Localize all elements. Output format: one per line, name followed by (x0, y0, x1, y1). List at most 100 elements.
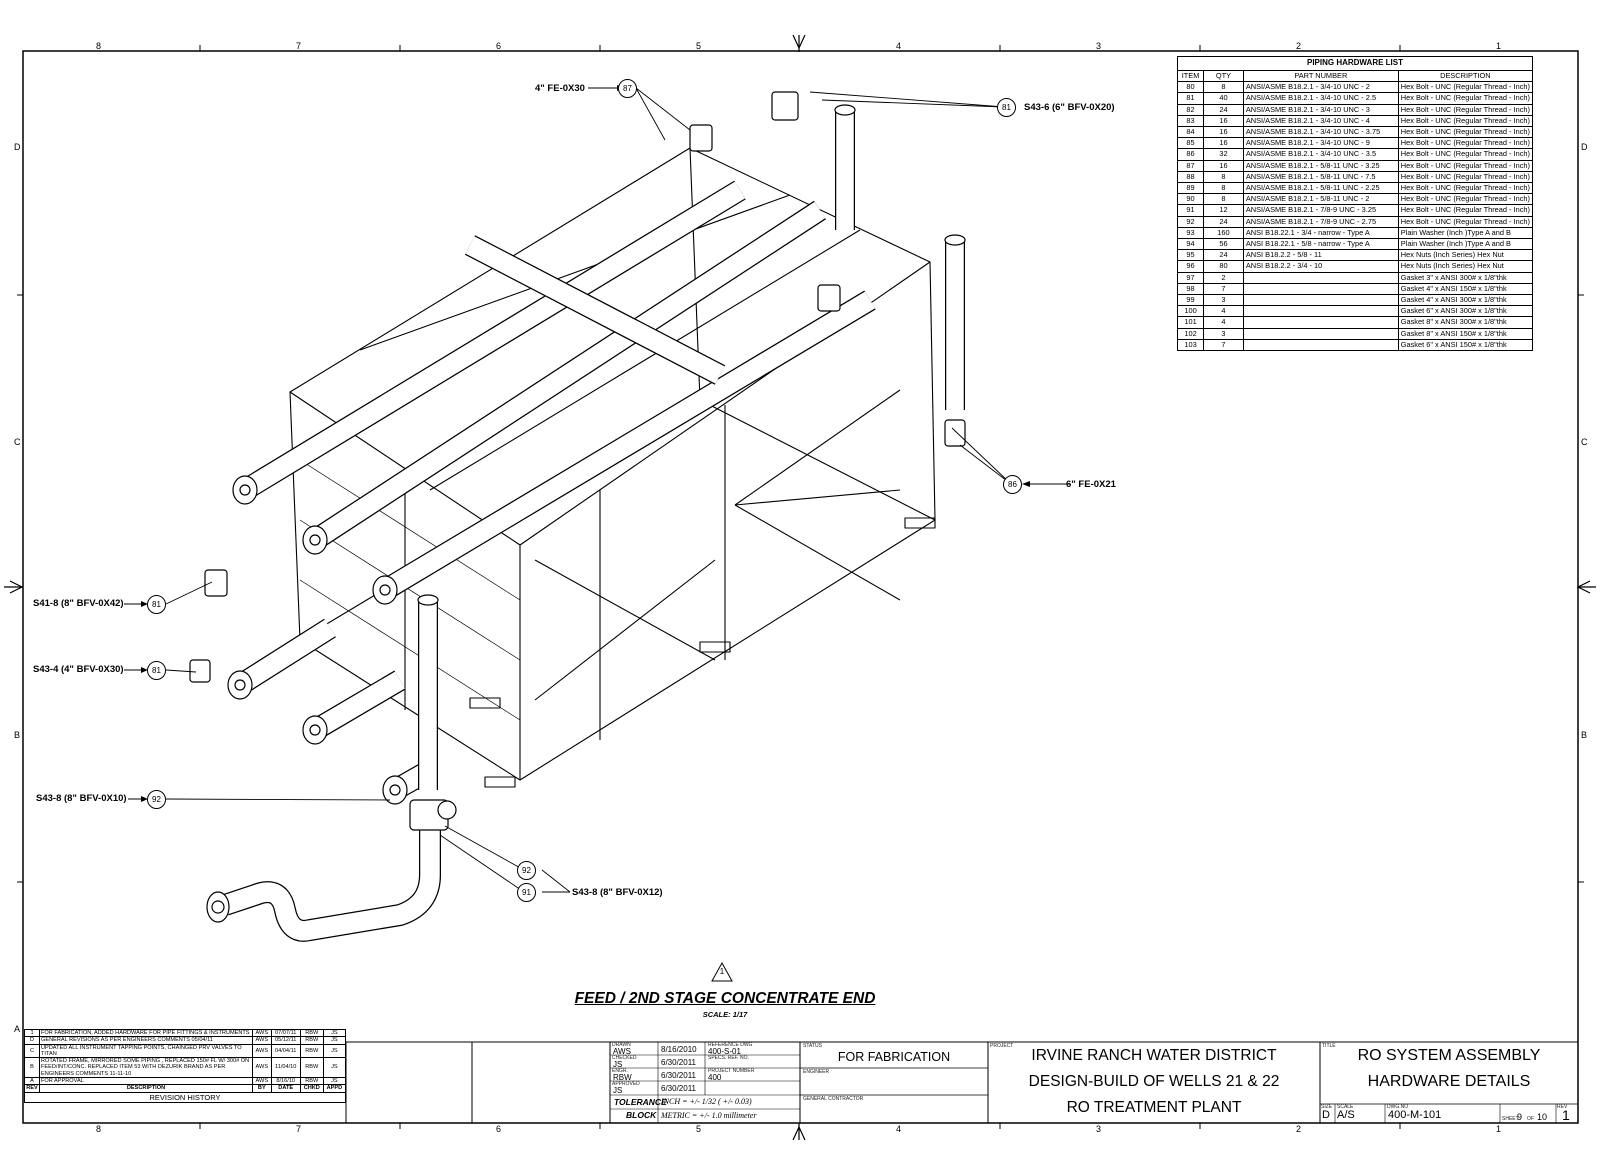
rev-by: AWS (252, 1077, 272, 1086)
zone-label-left-c: C (14, 437, 21, 447)
hardware-description: Gasket 6" x ANSI 300# x 1/8"thk (1397, 305, 1534, 318)
hardware-item: 93 (1176, 226, 1205, 240)
rev-chkd: RBW (299, 1043, 324, 1059)
hardware-item: 84 (1176, 126, 1205, 139)
general-contractor-label: GENERAL CONTRACTOR (803, 1096, 864, 1102)
hardware-description: Hex Bolt - UNC (Regular Thread - Inch) (1397, 148, 1534, 161)
hardware-description: Hex Bolt - UNC (Regular Thread - Inch) (1397, 170, 1534, 184)
hardware-qty: 32 (1203, 148, 1244, 161)
hardware-description: Gasket 4" x ANSI 300# x 1/8"thk (1397, 294, 1534, 307)
rev-value: 1 (1562, 1107, 1570, 1123)
tolerance-metric: METRIC = +/- 1.0 millimeter (661, 1111, 757, 1120)
sheet-label: SHEET (1502, 1116, 1519, 1122)
hardware-part-number: ANSI/ASME B18.2.1 - 5/8-11 UNC - 3.25 (1242, 159, 1399, 172)
approved-by: JS (613, 1086, 623, 1095)
size-label: SIZE (1321, 1104, 1333, 1110)
hardware-item: 80 (1176, 81, 1205, 94)
rev-letter: 1 (24, 1028, 40, 1038)
rev-date: 07/07/11 (270, 1028, 301, 1038)
project-line-1: IRVINE RANCH WATER DISTRICT (1031, 1047, 1277, 1064)
hardware-item: 87 (1176, 159, 1205, 172)
tolerance-inch: INCH = +/- 1/32 ( +/- 0.03) (661, 1097, 752, 1106)
hardware-part-number: ANSI B18.22.1 - 3/4 - narrow - Type A (1242, 226, 1399, 240)
hardware-item: 83 (1176, 114, 1205, 128)
callout-bubble-92: 92 (147, 790, 166, 809)
hardware-item: 85 (1176, 137, 1205, 150)
view-scale: SCALE: 1/17 (702, 1010, 748, 1019)
callout-bubble-81-left-a: 81 (147, 595, 166, 614)
rev-letter: B (24, 1057, 40, 1079)
callout-label-s43-8-0x12: S43-8 (8" BFV-0X12) (572, 887, 663, 898)
hardware-description: Gasket 8" x ANSI 150# x 1/8"thk (1397, 327, 1534, 340)
hardware-description: Gasket 4" x ANSI 150# x 1/8"thk (1397, 282, 1534, 296)
hardware-description: Gasket 6" x ANSI 150# x 1/8"thk (1397, 338, 1534, 352)
callout-bubble-92-lower: 92 (517, 861, 536, 880)
checked-date: 6/30/2011 (661, 1058, 696, 1067)
zone-label-bottom-4: 4 (896, 1124, 902, 1134)
hardware-description: Hex Bolt - UNC (Regular Thread - Inch) (1397, 204, 1534, 217)
hardware-item: 100 (1176, 305, 1205, 318)
rev-chkd: RBW (299, 1077, 324, 1086)
rev-appd: JS (322, 1057, 347, 1079)
callout-label-fe-0x21: 6" FE-0X21 (1066, 479, 1116, 490)
approved-date: 6/30/2011 (661, 1084, 696, 1093)
piping-hardware-list-table: PIPING HARDWARE LIST ITEM QTY PART NUMBE… (1176, 56, 1534, 352)
project-line-3: RO TREATMENT PLANT (1066, 1099, 1242, 1116)
zone-label-left-d: D (14, 142, 21, 152)
rev-appd: JS (322, 1036, 347, 1045)
rev-description: GENERAL REVISIONS AS PER ENGINEERS COMME… (39, 1036, 253, 1045)
zone-label-top-5: 5 (696, 41, 702, 51)
rev-col-header-date: DATE (270, 1084, 301, 1093)
hardware-qty: 8 (1203, 81, 1244, 94)
status-value: FOR FABRICATION (837, 1050, 951, 1064)
revision-triangle-number: 1 (719, 967, 725, 976)
hardware-part-number: ANSI/ASME B18.2.1 - 7/8-9 UNC - 3.25 (1242, 204, 1399, 217)
rev-by: AWS (252, 1043, 272, 1059)
hardware-qty: 16 (1203, 137, 1244, 150)
rev-letter: C (24, 1043, 40, 1059)
hardware-qty: 56 (1203, 238, 1244, 251)
checked-label: CHECKED (612, 1055, 637, 1061)
hardware-item: 102 (1176, 327, 1205, 340)
zone-label-top-6: 6 (496, 41, 502, 51)
callout-bubble-87: 87 (618, 79, 637, 98)
rev-date: 04/04/11 (270, 1043, 301, 1059)
zone-label-bottom-8: 8 (96, 1124, 102, 1134)
callout-label-fe-0x30: 4" FE-0X30 (535, 83, 585, 94)
hardware-item: 92 (1176, 215, 1205, 228)
ref-dwg: 400-S-01 (708, 1047, 741, 1056)
zone-label-right-c: C (1581, 437, 1588, 447)
hardware-description: Hex Bolt - UNC (Regular Thread - Inch) (1397, 92, 1534, 105)
hardware-qty: 24 (1203, 103, 1244, 116)
hardware-description: Hex Bolt - UNC (Regular Thread - Inch) (1397, 81, 1534, 94)
zone-label-top-8: 8 (96, 41, 102, 51)
size-value: D (1322, 1109, 1330, 1121)
revision-triangle (711, 961, 733, 982)
rev-letter: A (24, 1077, 40, 1086)
ref-dwg-label: REFERENCE DWG (708, 1042, 753, 1048)
hardware-description: Hex Bolt - UNC (Regular Thread - Inch) (1397, 193, 1534, 206)
zone-label-top-2: 2 (1296, 41, 1302, 51)
sheet-total: 10 (1537, 1112, 1548, 1122)
status-label: STATUS (803, 1043, 822, 1049)
rev-date: 8/16/10 (270, 1077, 301, 1086)
zone-label-left-b: B (14, 730, 21, 740)
callout-bubble-81-top: 81 (997, 98, 1016, 117)
rev-col-header-chkd: CHKD (299, 1084, 324, 1093)
zone-label-bottom-2: 2 (1296, 1124, 1302, 1134)
project-label: PROJECT (990, 1043, 1014, 1049)
rev-date: 05/12/11 (270, 1036, 301, 1045)
hardware-description: Hex Bolt - UNC (Regular Thread - Inch) (1397, 126, 1534, 139)
revision-history-title: REVISION HISTORY (24, 1091, 346, 1103)
rev-chkd: RBW (299, 1036, 324, 1045)
